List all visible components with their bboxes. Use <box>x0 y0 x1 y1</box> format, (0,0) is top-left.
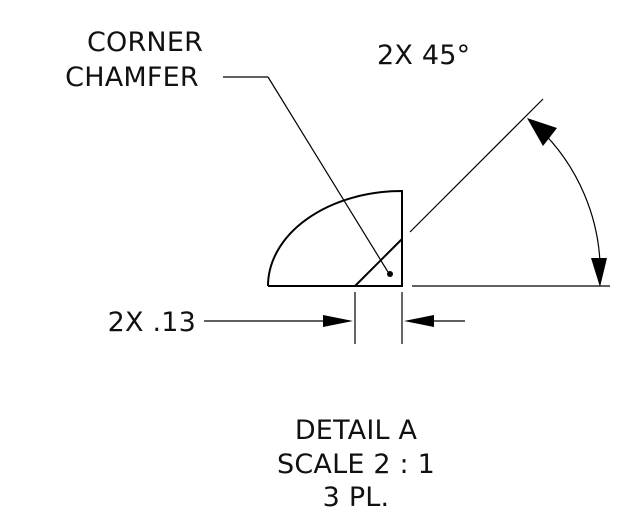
angle-dimension-arc <box>531 121 601 283</box>
extension-line-angled <box>409 98 544 233</box>
dimension-arrowhead-left <box>323 315 353 327</box>
dimension-label: 2X .13 <box>108 307 196 338</box>
detail-title: DETAIL A <box>295 415 418 446</box>
chamfer-leader-dot <box>387 271 393 277</box>
angle-arrowhead-bottom <box>591 258 607 287</box>
angle-arrowhead-top <box>527 118 557 146</box>
chamfer-edge <box>354 238 403 287</box>
detail-places: 3 PL. <box>323 482 390 513</box>
detail-scale: SCALE 2 : 1 <box>277 449 435 480</box>
angle-label: 2X 45° <box>377 40 470 71</box>
dimension-arrowhead-right <box>404 315 434 327</box>
part-outline <box>267 189 403 287</box>
chamfer-leader-diagonal <box>267 76 389 273</box>
chamfer-label-line2: CHAMFER <box>65 62 199 93</box>
chamfer-label-line1: CORNER <box>87 27 203 58</box>
